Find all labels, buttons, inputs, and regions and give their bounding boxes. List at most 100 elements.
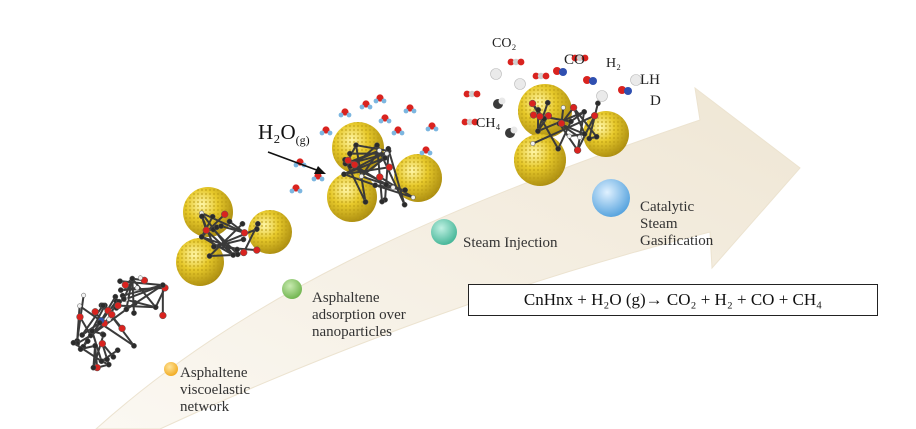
gas-atom [490,68,502,80]
molecule-bond [572,107,586,135]
water-hydrogen [289,188,295,194]
molecule-atom [372,182,378,189]
gas-atom [507,58,515,66]
molecule-atom [91,308,99,316]
gas-atom [542,72,550,80]
molecule-atom [106,316,112,322]
nanoparticle-cluster-adsorption [176,187,292,286]
water-hydrogen [297,188,303,194]
gas-label-ch4: CH₄ [476,116,501,131]
molecule-atom [84,338,91,344]
water-arrow [267,151,323,173]
molecule-atom [240,236,247,243]
molecule-atom [159,311,167,320]
molecule-atom [379,198,385,205]
molecule-atom [70,339,77,346]
molecule-atom [81,292,87,298]
molecule-atom [89,328,95,334]
molecule-atom [595,100,601,107]
water-hydrogen [399,130,405,136]
molecule-atom [206,253,213,259]
molecule-atom [152,304,159,311]
water-hydrogen [386,118,392,124]
molecule-bond [208,223,244,257]
gas-label-co: CO [564,52,585,68]
gas-atom [471,118,479,126]
molecule-atom [117,287,124,293]
stage-dot-1 [164,362,178,376]
molecule-bond [379,176,414,199]
asphaltene-network-molecule [70,275,169,372]
molecule-atom [108,310,116,319]
molecule-atom [159,282,166,288]
water-hydrogen [391,130,397,136]
molecule-bond [532,114,596,145]
molecule-atom [105,361,112,368]
molecule-bond [201,235,238,251]
molecule-atom [353,142,359,149]
water-hydrogen [319,130,325,136]
molecule-atom [96,319,103,326]
gas-atom [581,54,589,62]
water-hydrogen [373,98,379,104]
molecule-atom [376,173,384,181]
gas-atom [583,76,591,84]
gas-label-co2: CO₂ [492,36,517,51]
gas-atom [553,67,561,75]
molecule-atom [77,303,83,309]
gas-atom [461,118,469,126]
molecule-atom [347,150,353,157]
molecule-atom [344,156,352,165]
water-oxygen [394,126,402,134]
molecule-atom [350,161,359,169]
gas-atom [596,90,608,102]
molecule-atom [390,184,396,190]
water-hydrogen [427,150,433,156]
water-oxygen [341,108,349,116]
molecule-bond [81,304,104,336]
stage-label-3: Steam Injection [463,235,558,251]
molecule-bond [557,121,572,150]
molecule-atom [100,331,107,338]
gas-label-lhd-1: LH [640,72,660,88]
molecule-atom [569,103,578,112]
gas-atom [532,72,540,80]
molecule-bond [131,278,135,314]
molecule-bond [220,225,245,234]
water-hydrogen [359,104,365,110]
molecule-atom [92,342,98,349]
molecule-atom [134,285,140,291]
water-hydrogen [425,126,431,132]
water-hydrogen [419,150,425,156]
water-oxygen [376,94,384,102]
gas-atom [466,118,474,126]
molecule-atom [586,135,593,142]
molecule-atom [555,145,562,152]
molecule-atom [218,223,225,229]
molecule-atom [100,302,106,309]
gas-atom [514,78,526,90]
gas-atom [463,90,471,98]
molecule-atom [410,195,416,200]
molecule-atom [544,99,551,106]
molecule-atom [385,163,394,171]
molecule-atom [121,281,130,289]
molecule-atom [383,181,390,188]
molecule-atom [566,133,572,139]
molecule-atom [529,111,538,119]
stage-label-4: Catalytic Steam Gasification [640,199,714,249]
molecule-bond [572,106,598,138]
water-hydrogen [433,126,439,132]
molecule-atom [359,173,364,179]
molecule-atom [123,306,130,313]
gas-atom [510,126,518,134]
gas-atom [517,58,525,66]
molecule-atom [581,109,588,115]
water-oxygen [362,100,370,108]
molecule-atom [240,248,248,257]
molecule-atom [382,155,388,161]
molecule-atom [254,226,260,232]
molecule-atom [536,112,544,121]
water-oxygen [314,172,322,180]
